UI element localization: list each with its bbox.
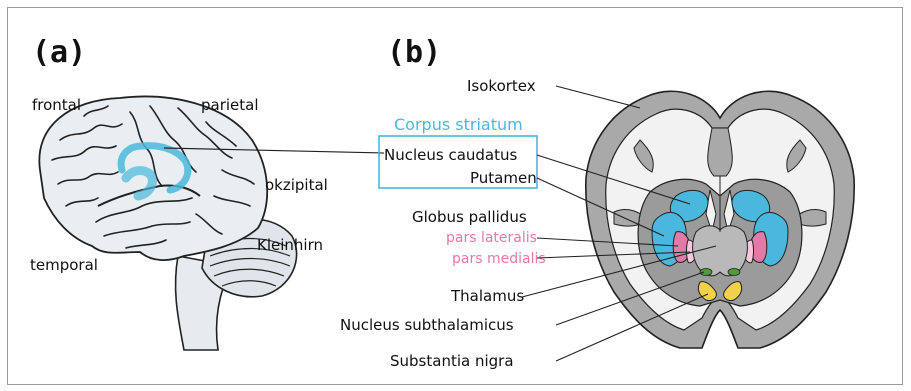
thalamus-region	[693, 226, 748, 276]
label-putamen: Putamen	[470, 169, 537, 187]
brain-lateral-illustration	[39, 97, 384, 350]
label-temporal: temporal	[30, 256, 98, 274]
label-thalamus: Thalamus	[450, 287, 524, 305]
label-pars-lateralis: pars lateralis	[446, 230, 537, 246]
label-substantia-nigra: Substantia nigra	[390, 352, 514, 370]
nucleus-subthalamicus-right	[728, 269, 740, 276]
panel-a-label: (a)	[32, 35, 86, 70]
label-frontal: frontal	[32, 96, 81, 114]
label-nucleus-caudatus: Nucleus caudatus	[384, 146, 518, 164]
label-nucleus-subthalamicus: Nucleus subthalamicus	[340, 316, 514, 334]
nucleus-subthalamicus-left	[700, 269, 712, 276]
label-globus-pallidus: Globus pallidus	[412, 208, 527, 226]
panel-b-label: (b)	[387, 35, 441, 70]
brain-coronal-section	[586, 91, 854, 348]
leader-isokortex	[556, 86, 640, 108]
label-parietal: parietal	[201, 96, 259, 114]
label-corpus-striatum: Corpus striatum	[394, 115, 523, 134]
label-okzipital: okzipital	[265, 176, 328, 194]
label-isokortex: Isokortex	[467, 77, 536, 95]
label-kleinhirn: Kleinhirn	[257, 236, 323, 254]
label-pars-medialis: pars medialis	[452, 251, 546, 267]
